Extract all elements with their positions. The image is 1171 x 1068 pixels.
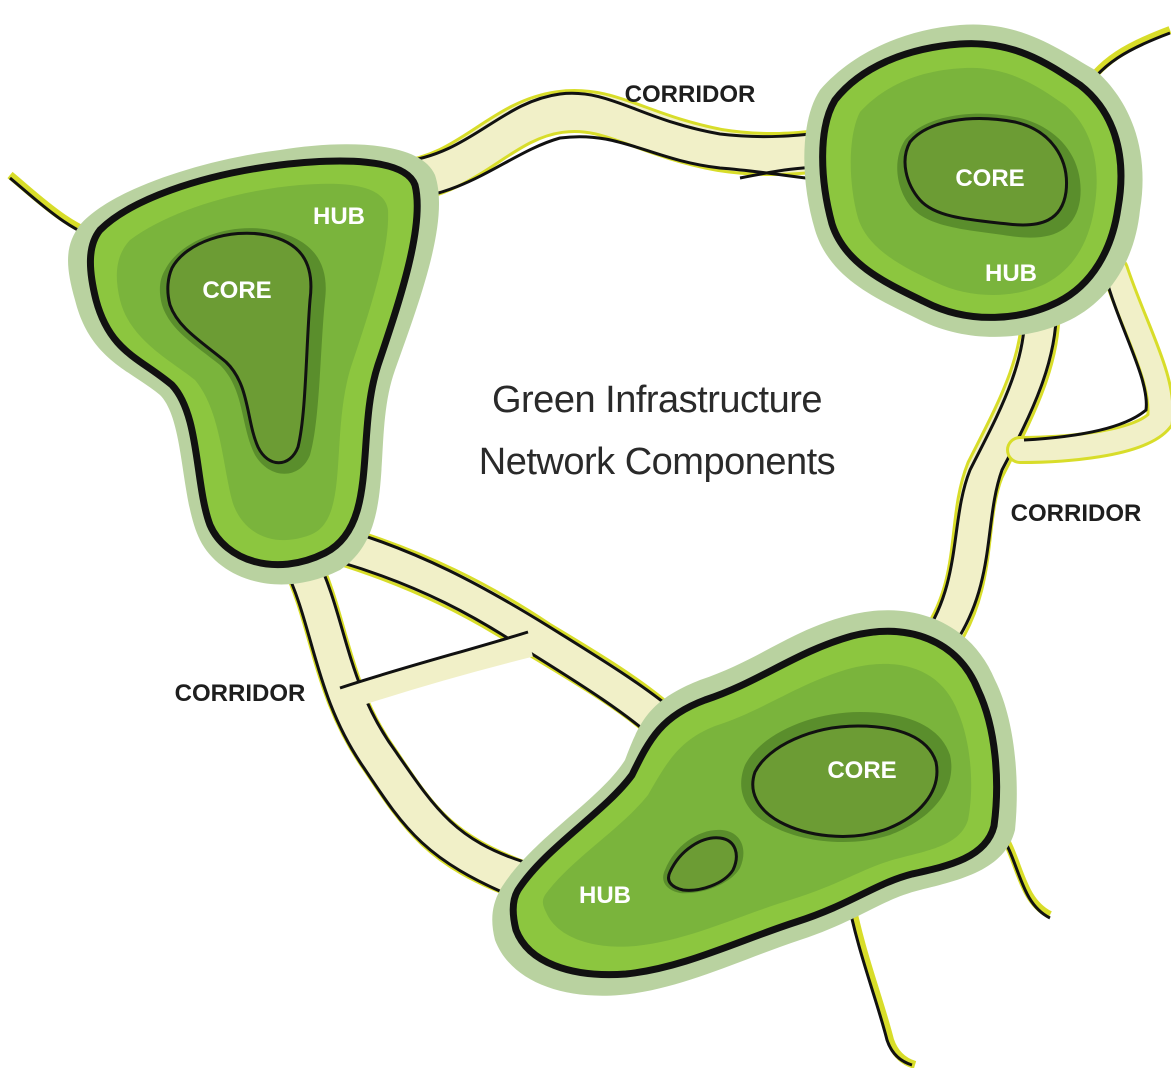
title-line-1: Green Infrastructure (492, 379, 822, 421)
label-hub-bottom: HUB (579, 882, 631, 909)
label-hub-left: HUB (313, 203, 365, 230)
small-patch-body (667, 836, 738, 892)
diagram-title: Green Infrastructure Network Components (479, 379, 836, 483)
label-corridor-right: CORRIDOR (1011, 500, 1142, 527)
core-bottom-body (751, 724, 939, 838)
hub-topright (804, 24, 1143, 337)
title-line-2: Network Components (479, 441, 835, 483)
label-hub-topright: HUB (985, 260, 1037, 287)
label-corridor-top: CORRIDOR (625, 81, 756, 108)
label-core-topright: CORE (955, 165, 1024, 192)
corridor-left (280, 525, 690, 900)
hub-left (68, 144, 440, 585)
core-topright-body (903, 117, 1069, 227)
corridor-right (920, 256, 1171, 660)
hub-bottom (492, 610, 1017, 996)
label-corridor-left: CORRIDOR (175, 680, 306, 707)
labels: CORRIDOR CORRIDOR CORRIDOR HUB CORE CORE… (175, 81, 1142, 909)
core-left-body (166, 231, 313, 465)
label-core-bottom: CORE (827, 757, 896, 784)
label-core-left: CORE (202, 277, 271, 304)
corridor-top (378, 89, 852, 204)
